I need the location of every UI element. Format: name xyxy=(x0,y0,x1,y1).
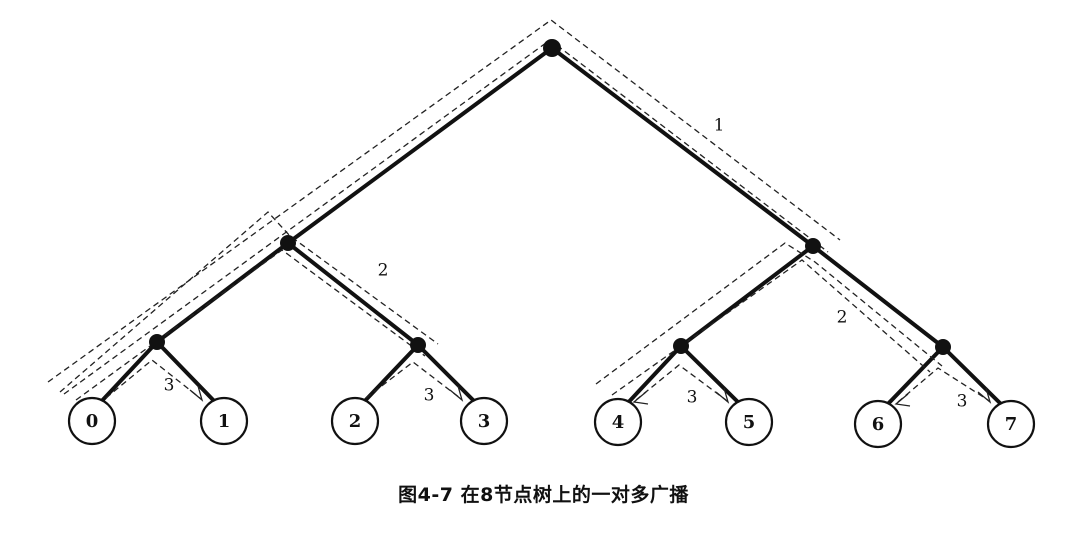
node-left xyxy=(280,235,296,251)
path-step2-left-inner xyxy=(75,249,426,401)
path-step1-outer xyxy=(47,19,841,383)
node-right-right xyxy=(935,339,951,355)
edge-r-rl xyxy=(679,244,815,348)
step-label-1: 1 xyxy=(714,116,725,136)
path-step3-0-1 xyxy=(105,359,201,399)
message-paths xyxy=(47,19,992,407)
figure-caption: 图4-7 在8节点树上的一对多广播 xyxy=(398,484,689,506)
edge-to-leaf-4 xyxy=(622,344,683,409)
node-left-right xyxy=(410,337,426,353)
arrowhead-to-leaf-7 xyxy=(977,387,992,404)
leaf-node-4 xyxy=(593,397,643,447)
edge-l-lr xyxy=(286,241,420,347)
leaf-label-4: 4 xyxy=(612,412,625,433)
path-step3-6-7 xyxy=(897,367,989,403)
step-label-2-left: 2 xyxy=(378,261,389,281)
step-label-2-right: 2 xyxy=(837,308,848,328)
leaf-label-7: 7 xyxy=(1005,414,1018,435)
edge-to-leaf-5 xyxy=(679,344,745,409)
edge-root-left xyxy=(286,46,554,245)
path-step2-right-outer xyxy=(595,242,943,385)
node-root xyxy=(543,39,561,57)
internal-nodes xyxy=(149,39,951,355)
arrowhead-to-leaf-3 xyxy=(449,385,464,402)
leaf-nodes: 0 1 2 3 4 5 6 7 xyxy=(67,396,1036,449)
leaf-label-1: 1 xyxy=(218,411,231,432)
leaf-label-3: 3 xyxy=(478,411,491,432)
tree-edges xyxy=(96,46,1007,410)
node-left-left xyxy=(149,334,165,350)
step-label-3-c: 3 xyxy=(687,388,698,408)
arrowhead-to-leaf-5 xyxy=(715,387,730,404)
arrowhead-to-leaf-1 xyxy=(189,385,204,402)
edge-root-right xyxy=(550,46,815,248)
node-right xyxy=(805,238,821,254)
leaf-node-6 xyxy=(853,399,903,449)
edge-to-leaf-3 xyxy=(416,343,480,407)
leaf-node-3 xyxy=(459,396,509,446)
leaf-label-6: 6 xyxy=(872,414,885,435)
arrowhead-to-leaf-4 xyxy=(632,391,649,405)
leaf-node-1 xyxy=(199,396,249,446)
step-label-3-b: 3 xyxy=(424,386,435,406)
leaf-node-5 xyxy=(724,397,774,447)
leaf-label-5: 5 xyxy=(743,412,756,433)
edge-l-ll xyxy=(155,241,290,344)
leaf-label-2: 2 xyxy=(349,411,362,432)
path-step2-left-outer xyxy=(59,211,439,393)
path-step3-2-3 xyxy=(365,361,461,399)
path-step3-4-5 xyxy=(635,364,727,401)
path-step1-inner xyxy=(63,39,829,395)
edge-to-leaf-6 xyxy=(882,345,945,410)
node-right-left xyxy=(673,338,689,354)
leaf-node-0 xyxy=(67,396,117,446)
leaf-node-2 xyxy=(330,396,380,446)
leaf-label-0: 0 xyxy=(86,411,99,432)
edge-r-rr xyxy=(811,244,945,349)
step-label-3-d: 3 xyxy=(957,392,968,412)
step-label-3-a: 3 xyxy=(164,376,175,396)
edge-to-leaf-1 xyxy=(155,340,220,407)
edge-to-leaf-7 xyxy=(941,345,1007,410)
arrowhead-to-leaf-6 xyxy=(894,393,911,407)
edge-to-leaf-0 xyxy=(96,340,159,407)
leaf-node-7 xyxy=(986,399,1036,449)
step-labels: 1 2 2 3 3 3 3 xyxy=(164,116,968,412)
path-step2-right-inner xyxy=(611,259,931,396)
